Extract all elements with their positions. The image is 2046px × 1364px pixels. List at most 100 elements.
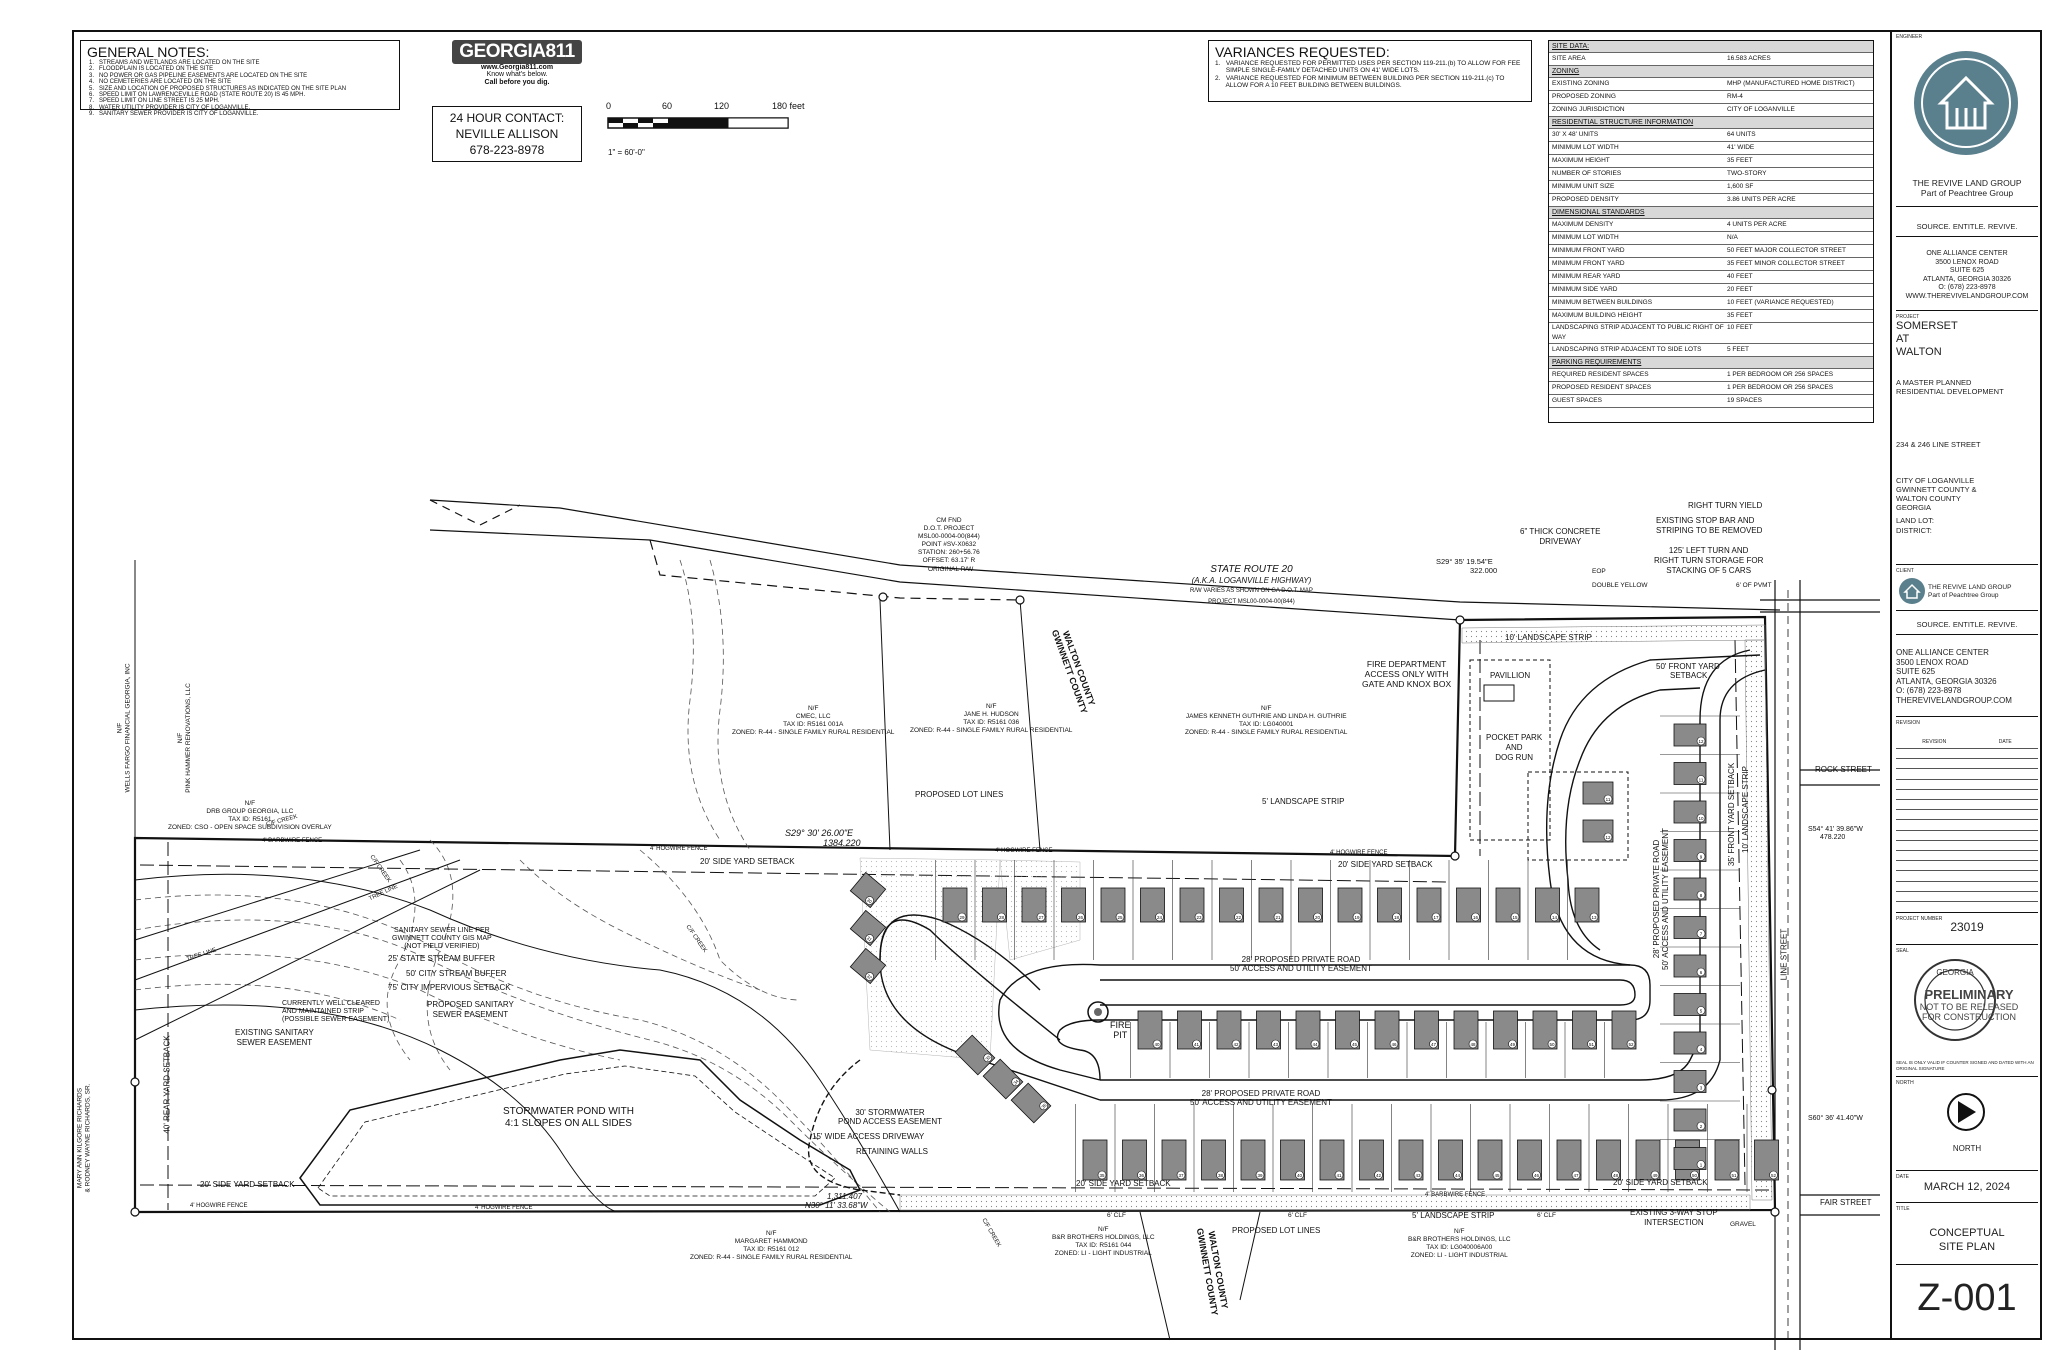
lot-number: 4 [1700, 1047, 1703, 1052]
revision-row [1896, 768, 2038, 770]
lot-number: 30 [866, 897, 873, 904]
lot-number: 52 [1771, 1173, 1777, 1178]
text-line: SIMPLE SINGLE-FAMILY DETACHED UNITS ON 4… [1215, 67, 1420, 75]
text-line: SITE PLAN [1938, 1241, 1996, 1253]
text-line: WWW.THEREVIVELANDGROUP.COM [1905, 292, 2029, 300]
seal-stamp-icon: GEORGIA [1914, 959, 1996, 1041]
general-notes-list: 1. STREAMS AND WETLANDS ARE LOCATED ON T… [87, 60, 393, 118]
revision-row [1896, 870, 2038, 872]
project-street: 234 & 246 LINE STREET [1896, 440, 1981, 449]
landscape-strip-10v-label: 10' LANDSCAPE STRIP [1740, 766, 1750, 853]
lot-building: 18 [1377, 887, 1402, 923]
site-data-value: 35 FEET MINOR COLLECTOR STREET [1727, 260, 1845, 267]
lot-building: 7 [1673, 916, 1707, 939]
text-line: B&R BROTHERS HOLDINGS, LLC [1052, 1234, 1155, 1241]
lot-number: 21 [1275, 915, 1281, 920]
revision-row [1896, 839, 2038, 841]
lot-number: 44 [1312, 1042, 1318, 1047]
lot-number: 42 [1233, 1042, 1239, 1047]
lot-number: 14 [1552, 915, 1558, 920]
clf-label-3: 6' CLF [1537, 1212, 1556, 1219]
lot-building: 37 [1161, 1139, 1187, 1181]
lot-number: 19 [1354, 915, 1360, 920]
contact-title: 24 HOUR CONTACT: [449, 111, 565, 125]
text-line: 4. NO CEMETERIES ARE LOCATED ON THE SITE [89, 79, 232, 86]
revision-row [1896, 748, 2038, 749]
text-line: N/F [1260, 705, 1272, 712]
site-data-key: MINIMUM FRONT YARD [1552, 260, 1625, 267]
revision-row [1896, 788, 2038, 790]
client-logo-icon [1899, 578, 1925, 604]
lot-number: 31 [866, 935, 873, 942]
lot-building: 12 [1673, 723, 1707, 747]
north-label: NORTH [1896, 1080, 1914, 1086]
lot-building: 51 [1714, 1139, 1740, 1181]
lot-number: 16 [1473, 915, 1479, 920]
variances-box: VARIANCES REQUESTED: 1. VARIANCE REQUEST… [1208, 40, 1532, 102]
revision-row [1896, 799, 2038, 800]
lot-building: 23 [1179, 887, 1205, 923]
lot-building: 13 [1574, 887, 1600, 923]
lot-number: 13 [1591, 915, 1597, 920]
setback-lines [139, 639, 1771, 1210]
impervious-75-label: 75' CITY IMPERVIOUS SETBACK [388, 983, 511, 992]
revision-row [1896, 829, 2038, 831]
lot-building: 31 [849, 909, 887, 947]
lot-number: 24 [1157, 915, 1163, 920]
lot-number: 7 [1700, 932, 1703, 937]
lot-number: 46 [1391, 1042, 1397, 1047]
preliminary-stamp: PRELIMINARY NOT TO BE RELEASED FOR CONST… [1919, 987, 2019, 1023]
site-data-value: N/A [1727, 234, 1738, 241]
lot-building: 22 [1219, 887, 1244, 923]
text-line: O: (678) 223-8978 [1938, 284, 1996, 291]
text-line: WELLS FARGO FINANCIAL GEORGIA, INC [124, 663, 132, 793]
landscape-strip-5b-label: 5' LANDSCAPE STRIP [1412, 1211, 1495, 1220]
clf-label-1: 6' CLF [1107, 1212, 1126, 1219]
text-line: SUITE 625 [1896, 667, 1936, 676]
lot-building: 21 [1258, 887, 1284, 923]
lot-building: 49 [1635, 1139, 1661, 1181]
text-line: CITY OF LOGANVILLE [1896, 476, 1975, 485]
lot-number: 18 [1394, 915, 1400, 920]
revision-row [1896, 890, 2038, 892]
state-route-label: STATE ROUTE 20 (A.K.A. LOGANVILLE HIGHWA… [1190, 564, 1313, 605]
landscape-strip-5-label: 5' LANDSCAPE STRIP [1262, 797, 1345, 806]
lot-number: 50 [1692, 1173, 1698, 1178]
drawing-frame [72, 30, 1892, 1340]
text-line: 2. FLOODPLAIN IS LOCATED ON THE SITE [89, 66, 214, 73]
lot-number: 8 [1700, 893, 1703, 898]
text-line: STATION: 260+56.76 [918, 549, 980, 556]
site-data-value: 64 UNITS [1727, 131, 1756, 138]
lot-number: 49 [1510, 1042, 1516, 1047]
text-line: 6. SPEED LIMIT ON LAWRENCEVILLE ROAD (ST… [89, 92, 306, 99]
site-data-value: 41' WIDE [1727, 144, 1755, 151]
landscape-strips [859, 624, 1773, 1211]
site-data-key: PROPOSED DENSITY [1552, 196, 1619, 203]
lot-building: 28 [982, 887, 1007, 923]
lot-building: 14 [1535, 887, 1560, 923]
site-data-value: 10 FEET [1727, 324, 1753, 331]
text-line: AT [1896, 333, 1910, 345]
text-line: ONE ALLIANCE CENTER [1896, 648, 1989, 657]
text-line: N/F [1098, 1226, 1109, 1233]
lot-building: 49 [1493, 1010, 1518, 1050]
site-data-key: ZONING JURISDICTION [1552, 106, 1625, 113]
site-data-key: MAXIMUM HEIGHT [1552, 157, 1610, 164]
